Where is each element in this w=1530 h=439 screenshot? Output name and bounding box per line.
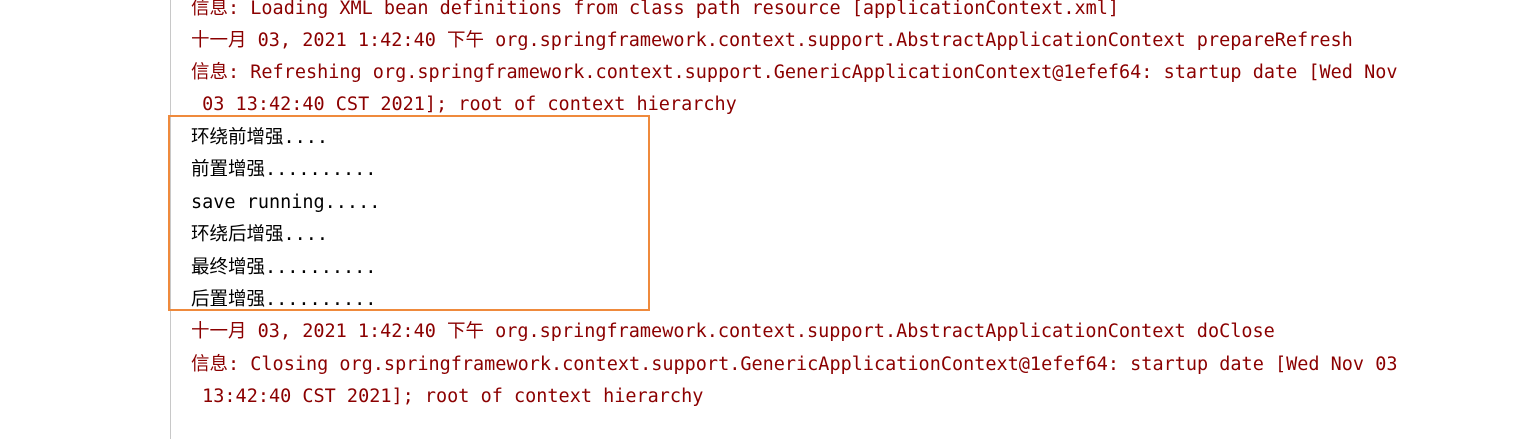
log-line[interactable]: 十一月 03, 2021 1:42:40 下午 org.springframew… [191, 321, 1275, 342]
log-line[interactable]: 信息: Refreshing org.springframework.conte… [191, 62, 1398, 83]
output-line[interactable]: 环绕前增强.... [191, 127, 329, 148]
log-line[interactable]: 信息: Closing org.springframework.context.… [191, 354, 1398, 375]
highlight-annotation-box [168, 115, 650, 311]
output-line[interactable]: 后置增强.......... [191, 289, 377, 310]
log-line[interactable]: 信息: Loading XML bean definitions from cl… [191, 0, 1120, 19]
log-line[interactable]: 十一月 03, 2021 1:42:40 下午 org.springframew… [191, 30, 1353, 51]
output-line[interactable]: 前置增强.......... [191, 159, 377, 180]
log-line[interactable]: 13:42:40 CST 2021]; root of context hier… [191, 386, 704, 407]
gutter-divider [170, 0, 171, 439]
log-line[interactable]: 03 13:42:40 CST 2021]; root of context h… [191, 94, 737, 115]
output-line[interactable]: 环绕后增强.... [191, 224, 329, 245]
output-line[interactable]: save running..... [191, 192, 381, 213]
output-line[interactable]: 最终增强.......... [191, 257, 377, 278]
